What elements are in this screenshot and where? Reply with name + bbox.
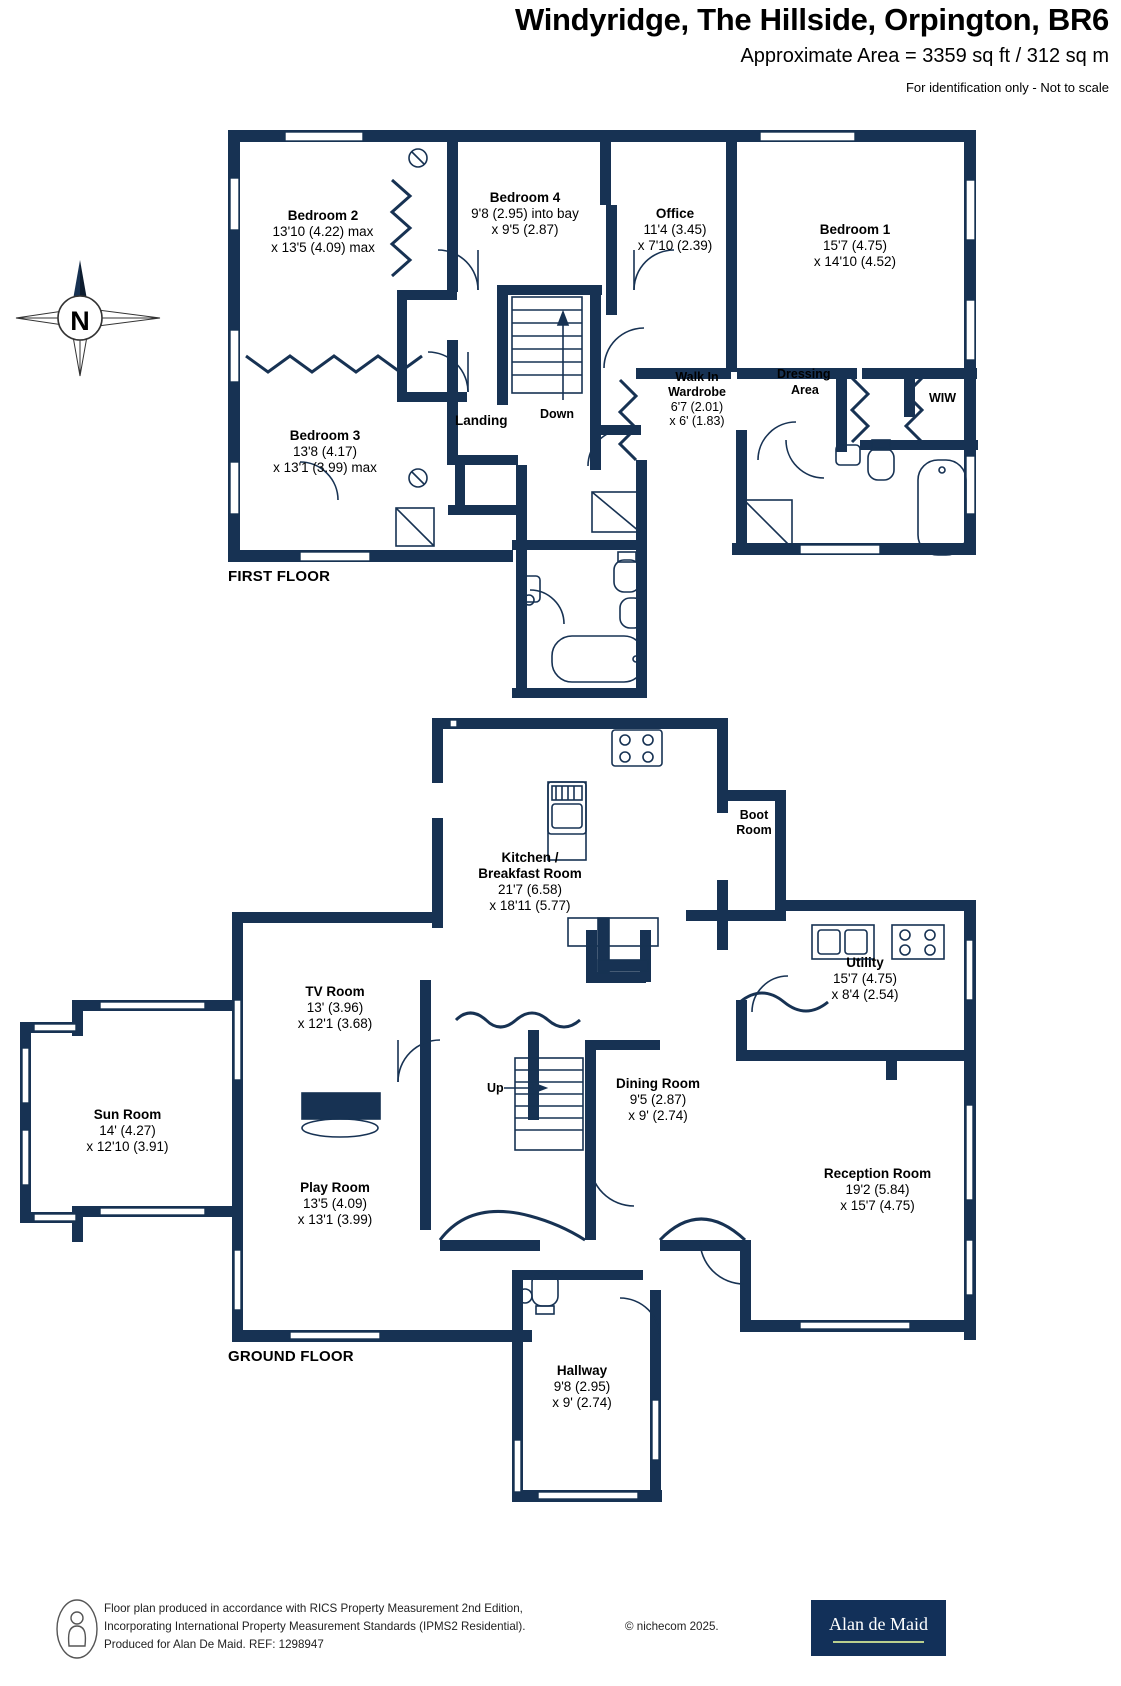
compass-rose: N (8, 258, 168, 378)
room-label-bedroom-3: Bedroom 3 13'8 (4.17) x 13'1 (3.99) max (273, 428, 377, 475)
room-label-sun-room: Sun Room 14' (4.27) x 12'10 (3.91) (86, 1107, 169, 1154)
footer-line-1: Floor plan produced in accordance with R… (104, 1602, 523, 1615)
label-stairs-down: Down (540, 407, 575, 421)
room-label-kitchen-breakfast-room: Kitchen / Breakfast Room 21'7 (6.58) x 1… (478, 850, 582, 913)
room-label-utility: Utility 15'7 (4.75) x 8'4 (2.54) (831, 955, 899, 1002)
footer-text: Floor plan produced in accordance with R… (104, 1600, 525, 1654)
label-wiw: WIW (929, 391, 957, 405)
room-label-boot-room: Boot Room (736, 808, 772, 837)
alan-de-maid-logo[interactable]: Alan de Maid (811, 1600, 946, 1656)
room-label-walk-in-wardrobe: Walk In Wardrobe 6'7 (2.01) x 6' (1.83) (668, 370, 726, 429)
label-stairs-up: Up (487, 1081, 504, 1095)
room-label-bedroom-4: Bedroom 4 9'8 (2.95) into bay x 9'5 (2.8… (471, 190, 579, 237)
footer-line-3: Produced for Alan De Maid. REF: 1298947 (104, 1637, 324, 1651)
identification-note: For identification only - Not to scale (905, 80, 1109, 95)
logo-text: Alan de Maid (829, 1614, 928, 1634)
footer: Floor plan produced in accordance with R… (0, 1596, 1121, 1681)
logo-underline (833, 1641, 924, 1643)
room-label-play-room: Play Room 13'5 (4.09) x 13'1 (3.99) (297, 1180, 373, 1227)
ground-floor-caption: GROUND FLOOR (228, 1348, 354, 1365)
page-title: Windyridge, The Hillside, Orpington, BR6 (515, 2, 1109, 37)
label-dressing-area-line2: Area (791, 383, 819, 397)
room-label-bedroom-2: Bedroom 2 13'10 (4.22) max x 13'5 (4.09)… (271, 208, 375, 255)
room-label-reception-room: Reception Room 19'2 (5.84) x 15'7 (4.75) (823, 1166, 932, 1213)
footer-line-2: Incorporating International Property Mea… (104, 1619, 526, 1633)
copyright-text: © nichecom 2025. (625, 1620, 719, 1633)
room-label-office: Office 11'4 (3.45) x 7'10 (2.39) (637, 206, 713, 253)
approximate-area: Approximate Area = 3359 sq ft / 312 sq m (740, 45, 1109, 67)
first-floor-caption: FIRST FLOOR (228, 568, 331, 585)
label-landing: Landing (455, 413, 508, 428)
room-label-bedroom-1: Bedroom 1 15'7 (4.75) x 14'10 (4.52) (813, 222, 897, 269)
walls-group (20, 130, 978, 1502)
person-icon (55, 1598, 99, 1660)
room-label-tv-room: TV Room 13' (3.96) x 12'1 (3.68) (297, 984, 373, 1031)
room-label-dining-room: Dining Room 9'5 (2.87) x 9' (2.74) (616, 1076, 700, 1123)
label-dressing-area-line1: Dressing (777, 367, 831, 381)
room-label-hallway: Hallway 9'8 (2.95) x 9' (2.74) (552, 1363, 612, 1410)
compass-north-label: N (70, 306, 90, 336)
